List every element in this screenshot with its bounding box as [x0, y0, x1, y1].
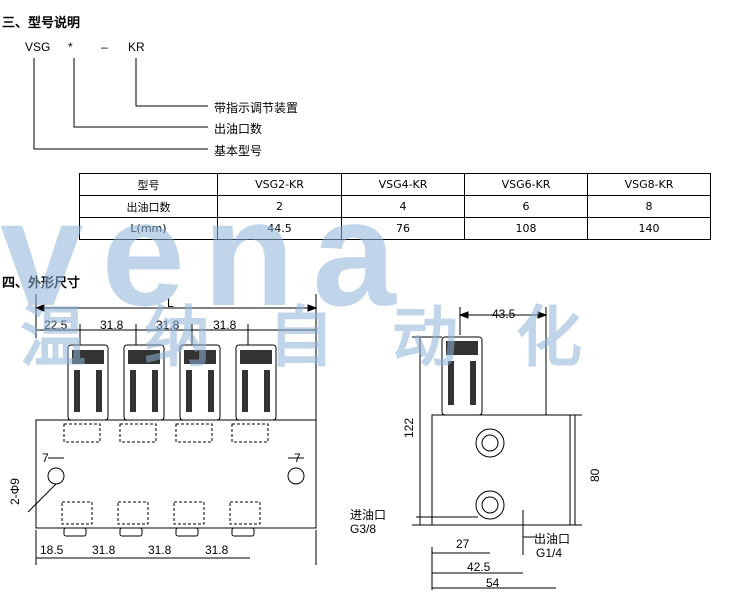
- outlet-thread: G1/4: [536, 546, 563, 560]
- dim-80: 80: [588, 468, 602, 482]
- dim-holes: 2-Φ9: [8, 478, 22, 505]
- outlet-label: 出油口: [534, 532, 571, 546]
- table-cell: 44.5: [217, 217, 342, 240]
- dim-bottom-2: 31.8: [92, 543, 116, 557]
- table-cell: 76: [341, 217, 465, 240]
- table-header-cell: VSG4-KR: [341, 173, 465, 196]
- dim-27: 27: [456, 537, 470, 551]
- table-cell: 出油口数: [79, 195, 218, 218]
- dim-right-7: 7: [294, 451, 301, 465]
- spec-table: 型号 VSG2-KR VSG4-KR VSG6-KR VSG8-KR 出油口数 …: [79, 173, 711, 240]
- table-cell: 108: [464, 217, 588, 240]
- dim-bottom-1: 18.5: [40, 543, 64, 557]
- table-header-cell: VSG8-KR: [587, 173, 711, 196]
- model-code-outlets: *: [68, 40, 73, 54]
- side-view-drawing: [412, 307, 582, 590]
- table-header-row: 型号 VSG2-KR VSG4-KR VSG6-KR VSG8-KR: [79, 173, 711, 196]
- table-cell: 8: [587, 195, 711, 218]
- dim-122: 122: [402, 417, 416, 438]
- dim-bottom-4: 31.8: [205, 543, 229, 557]
- section-3-heading: 三、型号说明: [2, 16, 81, 31]
- table-header-cell: VSG6-KR: [464, 173, 588, 196]
- table-header-cell: VSG2-KR: [217, 173, 342, 196]
- section-4-heading: 四、外形尺寸: [2, 276, 81, 291]
- legend-basic-model: 基本型号: [214, 144, 263, 158]
- table-cell: 4: [341, 195, 465, 218]
- table-cell: L(mm): [79, 217, 218, 240]
- table-cell: 2: [217, 195, 342, 218]
- table-row: 出油口数 2 4 6 8: [79, 195, 711, 218]
- dim-bottom-3: 31.8: [148, 543, 172, 557]
- dim-54: 54: [486, 576, 500, 590]
- legend-indicator: 带指示调节装置: [214, 101, 299, 115]
- table-cell: 6: [464, 195, 588, 218]
- dim-top-2: 31.8: [100, 318, 124, 332]
- inlet-thread: G3/8: [350, 522, 377, 536]
- front-view-drawing: [27, 294, 318, 565]
- table-header-cell: 型号: [79, 173, 218, 196]
- legend-outlet-count: 出油口数: [214, 122, 263, 136]
- dim-L: L: [167, 296, 174, 310]
- dim-top-4: 31.8: [213, 318, 237, 332]
- model-code-leaders: [33, 58, 208, 150]
- dim-42-5: 42.5: [467, 560, 491, 574]
- dim-43-5: 43.5: [492, 307, 516, 321]
- inlet-label: 进油口: [350, 508, 387, 522]
- dim-left-7: 7: [42, 451, 49, 465]
- table-row: L(mm) 44.5 76 108 140: [79, 217, 711, 240]
- dim-top-3: 31.8: [156, 318, 180, 332]
- model-code-kr: KR: [128, 40, 145, 54]
- table-cell: 140: [587, 217, 711, 240]
- model-code-basic: VSG: [25, 40, 51, 54]
- dim-top-1: 22.5: [44, 318, 68, 332]
- model-code-dash: –: [101, 40, 108, 54]
